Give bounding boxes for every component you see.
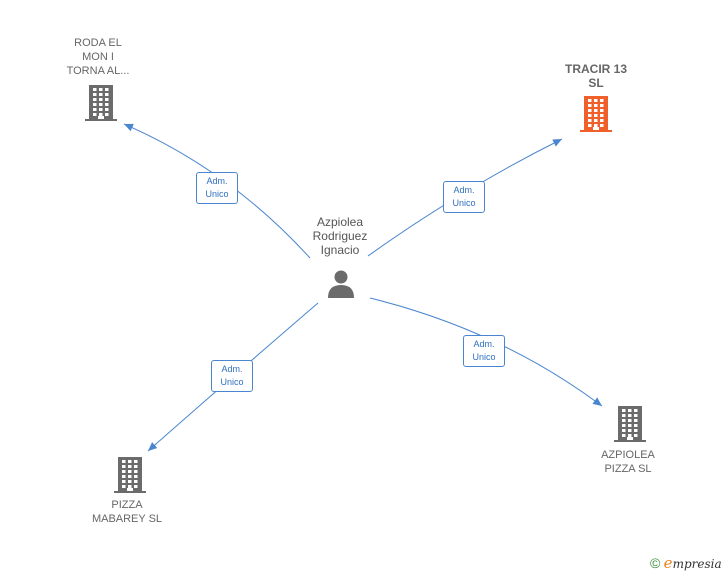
relation-role: Unico xyxy=(205,189,229,199)
relation-badge-roda[interactable]: Adm. Unico xyxy=(196,172,238,204)
company-label-line: PIZZA SL xyxy=(604,463,652,475)
empresia-logo: © empresia xyxy=(650,554,722,572)
person-label-line: Rodriguez xyxy=(312,229,368,243)
brand-name: mpresia xyxy=(672,557,722,571)
building-icon[interactable] xyxy=(85,85,117,121)
company-label-roda[interactable]: RODA EL MON I TORNA AL... xyxy=(58,36,138,78)
relation-badge-azpiolea-pizza[interactable]: Adm. Unico xyxy=(463,335,505,367)
building-icon[interactable] xyxy=(114,457,146,493)
person-label-line: Azpiolea xyxy=(316,215,364,229)
relation-role: Unico xyxy=(452,198,476,208)
company-label-line: RODA EL xyxy=(74,37,122,49)
relation-badge-tracir[interactable]: Adm. Unico xyxy=(443,181,485,213)
company-label-line: TORNA AL... xyxy=(66,65,130,77)
company-label-line: MON I xyxy=(82,51,114,63)
company-label-line: TRACIR 13 xyxy=(564,62,627,76)
relation-badge-pizza-mabarey[interactable]: Adm. Unico xyxy=(211,360,253,392)
company-label-line: AZPIOLEA xyxy=(601,449,655,461)
relation-role: Adm. xyxy=(453,185,475,195)
brand-initial: e xyxy=(663,554,673,572)
building-icon[interactable] xyxy=(614,406,646,442)
relation-role: Adm. xyxy=(221,364,243,374)
copyright-icon: © xyxy=(650,555,661,571)
company-label-line: MABAREY SL xyxy=(91,513,163,525)
relation-role: Unico xyxy=(220,377,244,387)
relation-role: Adm. xyxy=(206,176,228,186)
company-label-pizza-mabarey[interactable]: PIZZA MABAREY SL xyxy=(77,498,177,526)
building-icon[interactable] xyxy=(580,96,612,132)
company-label-line: PIZZA xyxy=(111,499,143,511)
person-label[interactable]: Azpiolea Rodriguez Ignacio xyxy=(300,215,380,257)
company-label-line: SL xyxy=(588,76,604,90)
relation-role: Adm. xyxy=(473,339,495,349)
company-label-azpiolea-pizza[interactable]: AZPIOLEA PIZZA SL xyxy=(588,448,668,476)
person-label-line: Ignacio xyxy=(320,243,360,257)
person-icon[interactable] xyxy=(326,268,356,298)
company-label-tracir[interactable]: TRACIR 13 SL xyxy=(556,62,636,90)
relation-role: Unico xyxy=(472,352,496,362)
